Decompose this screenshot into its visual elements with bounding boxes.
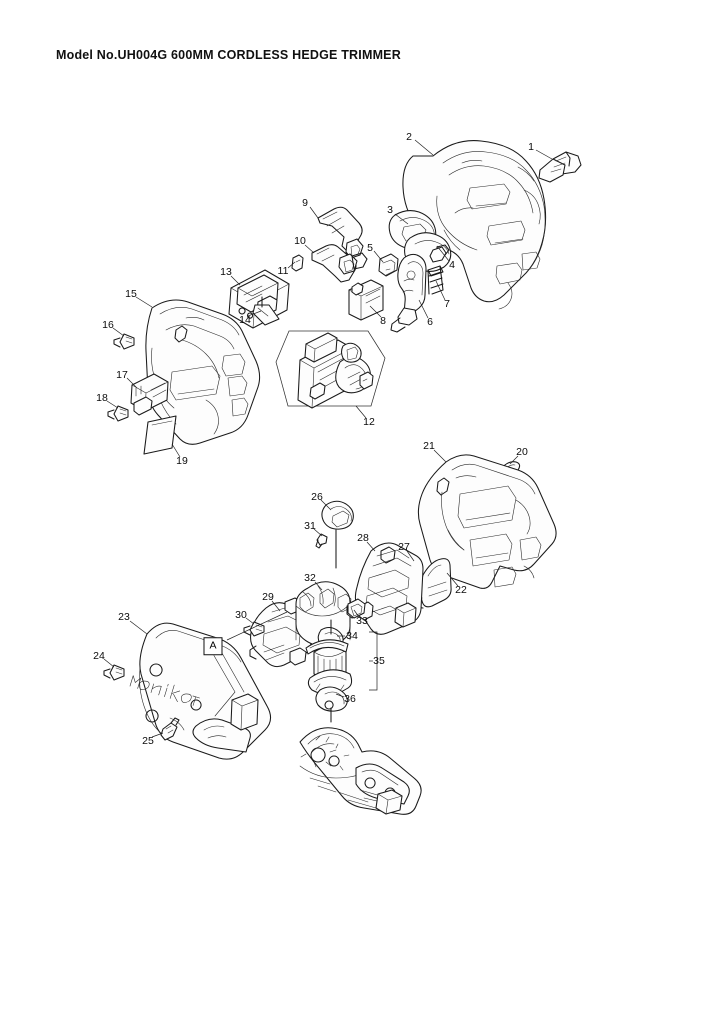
callout-16-tapping-screw: 16 xyxy=(102,318,114,331)
callout-3-upper-cover-pad: 3 xyxy=(387,203,393,216)
callout-28-gear-case: 28 xyxy=(357,531,369,544)
part-5-artwork xyxy=(378,253,399,277)
part-2-artwork xyxy=(402,140,547,310)
part-33-artwork xyxy=(347,598,366,619)
screw-24-artwork xyxy=(103,664,125,681)
part-8-artwork xyxy=(348,279,384,321)
screw-31-artwork xyxy=(315,533,328,549)
callout-15-left-handle-housing: 15 xyxy=(125,287,137,300)
part-7-artwork xyxy=(427,265,444,295)
callout-14-insulation-sheet: 14 xyxy=(239,313,251,326)
callout-29-motor-bracket: 29 xyxy=(262,590,274,603)
part-17-artwork xyxy=(130,373,169,416)
callout-22-holder-bracket: 22 xyxy=(455,583,467,596)
part-26-artwork xyxy=(321,500,354,569)
part-9-artwork xyxy=(317,206,364,267)
callout-13-terminal-board: 13 xyxy=(220,265,232,278)
callout-21-motor-housing: 21 xyxy=(423,439,435,452)
callout-6-trigger-lever: 6 xyxy=(427,315,433,328)
part-12-artwork xyxy=(275,330,386,409)
callout-34-ball-bearing-upper: 34 xyxy=(346,629,358,642)
callout-2-right-handle-housing: 2 xyxy=(406,130,412,143)
callout-27-pin-screw: 27 xyxy=(398,540,410,553)
screw-25-artwork xyxy=(160,717,180,741)
part-36-artwork xyxy=(315,686,348,723)
callout-31-tapping-screw: 31 xyxy=(304,519,316,532)
part-21-artwork xyxy=(417,454,557,589)
part-14-artwork xyxy=(252,296,280,326)
leader-lines xyxy=(103,139,553,738)
part-10-artwork xyxy=(311,244,368,283)
screw-18-artwork xyxy=(107,405,129,422)
gear-blade-assembly-artwork xyxy=(299,727,422,815)
part-19-artwork xyxy=(143,415,177,455)
callout-4-lower-cover-pad: 4 xyxy=(449,258,455,271)
callout-10-lever-link: 10 xyxy=(294,234,306,247)
callout-5-switch-clip: 5 xyxy=(367,241,373,254)
reference-marker-a: A xyxy=(203,637,223,655)
callout-18-tapping-screw: 18 xyxy=(96,391,108,404)
part-35-artwork xyxy=(305,619,353,705)
reference-marker-label: A xyxy=(209,639,217,652)
callout-30-tapping-screw: 30 xyxy=(235,608,247,621)
callout-19-insulation-plate: 19 xyxy=(176,454,188,467)
callout-17-terminal-holder: 17 xyxy=(116,368,128,381)
callout-26-fan-nut: 26 xyxy=(311,490,323,503)
callout-8-switch-block: 8 xyxy=(380,314,386,327)
callout-7-compression-spring: 7 xyxy=(444,297,450,310)
callout-24-tapping-screw: 24 xyxy=(93,649,105,662)
part-28-artwork xyxy=(354,542,424,635)
callout-9-lock-off-lever: 9 xyxy=(302,196,308,209)
callout-12-controller-assembly: 12 xyxy=(363,415,375,428)
callout-23-front-cover: 23 xyxy=(118,610,130,623)
callout-36-ball-bearing-lower: 36 xyxy=(344,692,356,705)
callout-35-armature: 35 xyxy=(373,654,385,667)
page-title: Model No.UH004G 600MM CORDLESS HEDGE TRI… xyxy=(56,48,401,62)
screw-16-artwork xyxy=(113,333,135,350)
part-11-artwork xyxy=(291,254,304,272)
callout-1-handle-end-cap: 1 xyxy=(528,140,534,153)
part-15-artwork xyxy=(145,299,261,445)
callout-25-tapping-screw: 25 xyxy=(142,734,154,747)
callout-33-brush-terminal: 33 xyxy=(356,614,368,627)
part-1-artwork xyxy=(538,151,582,183)
callout-11-pin: 11 xyxy=(277,264,289,277)
callout-32-stator: 32 xyxy=(304,571,316,584)
callout-20-cord-clip: 20 xyxy=(516,445,528,458)
